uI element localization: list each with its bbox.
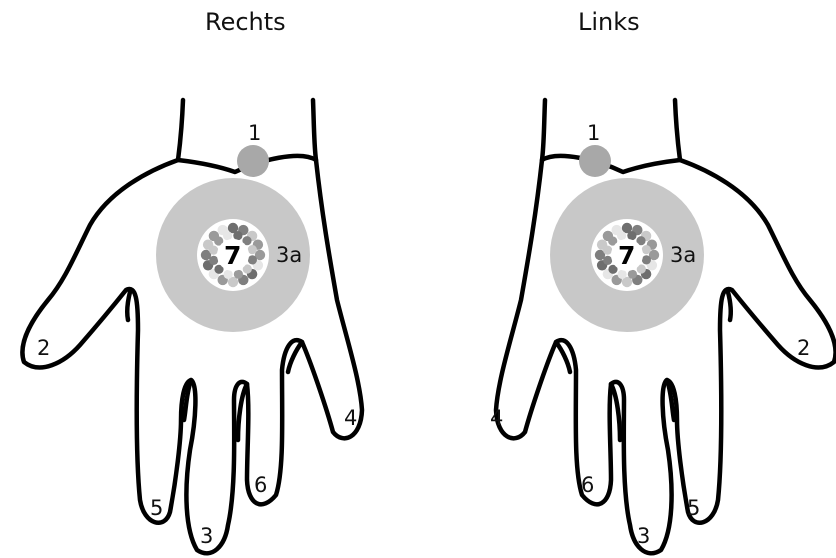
right-hand: 1 2 3 3a 4 5 6 7 — [22, 100, 362, 553]
left-bead — [642, 255, 651, 264]
left-label-5: 5 — [687, 496, 700, 520]
right-label-7: 7 — [224, 241, 241, 270]
left-point-1-dot — [579, 145, 611, 177]
left-hand: 1 2 3 3a 4 5 6 7 — [490, 100, 836, 553]
right-label-1: 1 — [248, 121, 261, 145]
left-bead — [628, 270, 637, 279]
left-bead — [603, 246, 612, 255]
left-bead — [642, 245, 651, 254]
left-label-1: 1 — [587, 121, 600, 145]
right-label-3a: 3a — [276, 243, 302, 267]
left-label-2: 2 — [797, 336, 810, 360]
right-label-3: 3 — [200, 524, 213, 548]
left-label-6: 6 — [581, 473, 594, 497]
right-label-5: 5 — [150, 496, 163, 520]
left-label-3: 3 — [637, 524, 650, 548]
right-bead — [234, 270, 243, 279]
right-bead — [224, 270, 233, 279]
right-hand-outline — [22, 100, 362, 553]
right-bead — [223, 231, 232, 240]
right-bead — [233, 231, 242, 240]
right-bead — [209, 256, 218, 265]
left-label-3a: 3a — [670, 243, 696, 267]
right-label-6: 6 — [254, 473, 267, 497]
right-point-1-dot — [237, 145, 269, 177]
left-bead — [618, 270, 627, 279]
right-bead — [248, 245, 257, 254]
right-label-4: 4 — [344, 406, 357, 430]
left-label-7: 7 — [618, 241, 635, 270]
left-label-4: 4 — [490, 406, 503, 430]
right-label-2: 2 — [37, 336, 50, 360]
left-bead — [627, 231, 636, 240]
right-bead — [248, 255, 257, 264]
left-bead — [617, 231, 626, 240]
left-hand-outline — [496, 100, 836, 553]
left-bead — [603, 256, 612, 265]
right-bead — [209, 246, 218, 255]
